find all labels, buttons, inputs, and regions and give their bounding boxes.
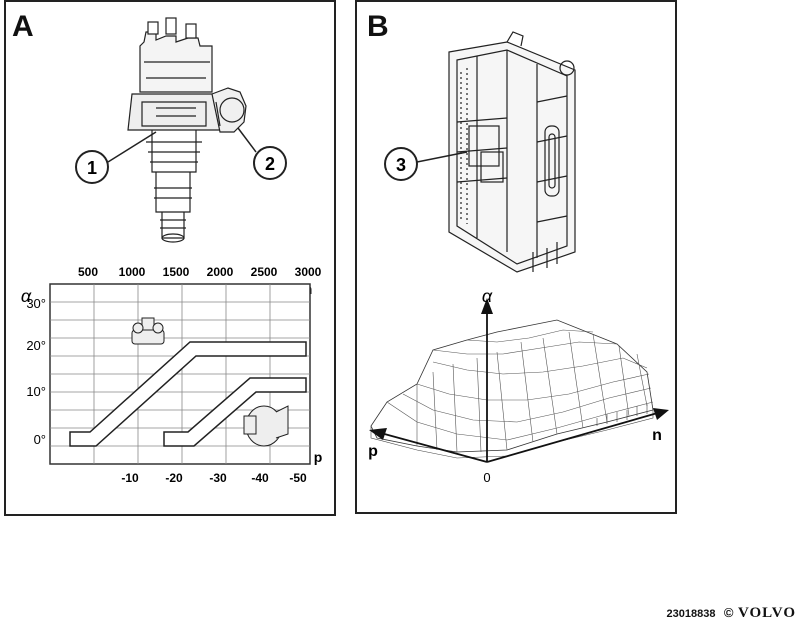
origin-label: 0 bbox=[483, 470, 490, 485]
callout-2-circle bbox=[253, 146, 287, 180]
pressure-tick: -40 bbox=[251, 471, 269, 485]
pressure-axis-label: p bbox=[314, 449, 323, 465]
rpm-tick: 2000 bbox=[207, 265, 234, 279]
centrifugal-advance-curve bbox=[69, 341, 307, 447]
angle-tick: 30° bbox=[26, 296, 46, 311]
control-unit-illustration bbox=[448, 31, 576, 273]
callout-1-leader bbox=[107, 131, 157, 163]
rpm-tick: 1500 bbox=[163, 265, 190, 279]
pressure-tick: -30 bbox=[209, 471, 227, 485]
callout-1-label: 1 bbox=[87, 158, 97, 178]
ignition-map-surface: α p n 0 bbox=[368, 286, 669, 485]
centrifugal-weights-icon bbox=[131, 317, 165, 345]
panel-a: A 1 bbox=[4, 0, 336, 516]
panel-a-letter: A bbox=[12, 10, 34, 43]
panel-b-letter: B bbox=[367, 10, 389, 43]
callout-2-leader bbox=[237, 127, 257, 153]
panel-b: B 3 bbox=[355, 0, 677, 514]
pressure-tick: -10 bbox=[121, 471, 139, 485]
panel-b-drawing: 3 bbox=[368, 31, 669, 485]
distributor-illustration bbox=[127, 17, 247, 243]
vacuum-advance-curve bbox=[163, 377, 307, 447]
rpm-tick: 3000 bbox=[295, 265, 322, 279]
figure-code: 23018838 bbox=[666, 608, 716, 620]
p-axis-label: p bbox=[368, 443, 378, 460]
rpm-tick: 1000 bbox=[119, 265, 146, 279]
vacuum-unit-icon bbox=[243, 405, 289, 447]
pressure-tick: -50 bbox=[289, 471, 307, 485]
callout-3-leader bbox=[416, 151, 468, 163]
copyright-icon: © bbox=[723, 605, 734, 620]
z-axis-label: α bbox=[482, 286, 493, 306]
angle-tick: 0° bbox=[34, 432, 46, 447]
p-axis-arrow bbox=[369, 428, 387, 440]
pressure-tick: -20 bbox=[165, 471, 183, 485]
advance-chart: 500 1000 1500 2000 2500 3000 n α 30° bbox=[21, 265, 322, 485]
rpm-tick: 2500 bbox=[251, 265, 278, 279]
angle-tick: 10° bbox=[26, 384, 46, 399]
n-axis-arrow bbox=[653, 408, 669, 420]
footer: 23018838 © VOLVO bbox=[667, 604, 796, 622]
callout-3-circle bbox=[384, 147, 418, 181]
panel-a-drawing: 1 2 500 1000 1500 2000 2500 3000 n α bbox=[21, 17, 322, 485]
callout-1-circle bbox=[75, 150, 109, 184]
n-axis bbox=[486, 411, 662, 463]
angle-axis-label: α bbox=[21, 286, 32, 306]
callout-2-label: 2 bbox=[265, 154, 275, 174]
p-axis bbox=[376, 431, 488, 463]
brand-name: VOLVO bbox=[737, 605, 796, 621]
z-axis-arrow bbox=[481, 298, 493, 314]
rpm-tick: 500 bbox=[78, 265, 98, 279]
callout-3-label: 3 bbox=[396, 155, 406, 175]
angle-tick: 20° bbox=[26, 338, 46, 353]
n-axis-label: n bbox=[652, 427, 662, 444]
